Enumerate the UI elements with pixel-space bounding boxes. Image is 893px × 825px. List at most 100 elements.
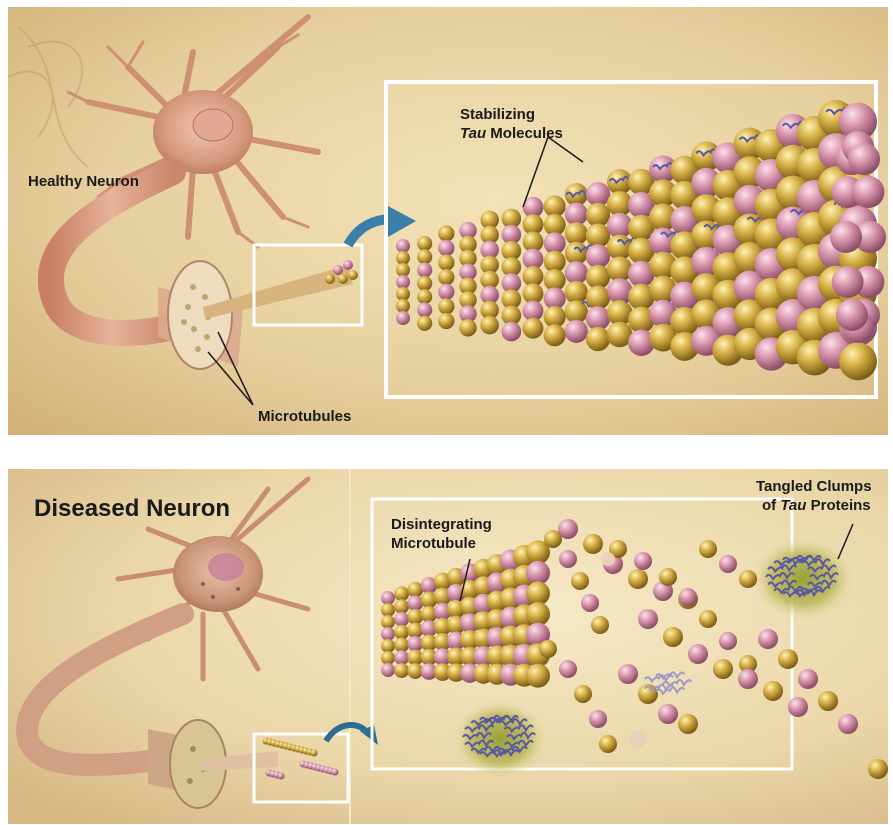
tubulin-bead	[526, 561, 550, 585]
tubulin-bead	[618, 664, 638, 684]
tubulin-bead	[830, 221, 862, 253]
of-text: of	[762, 497, 780, 514]
tubulin-bead	[438, 255, 454, 271]
tubulin-bead	[501, 322, 521, 342]
healthy-neuron-label: Healthy Neuron	[28, 172, 139, 191]
tubulin-bead	[688, 644, 708, 664]
tubulin-bead	[407, 595, 423, 611]
tubulin-bead	[381, 651, 395, 665]
tubulin-bead	[559, 660, 577, 678]
tubulin-bead	[778, 649, 798, 669]
tubulin-bead	[838, 714, 858, 734]
tubulin-bead	[699, 540, 717, 558]
tubulin-bead	[628, 569, 648, 589]
tubulin-bead	[583, 534, 603, 554]
tubulin-bead	[438, 240, 454, 256]
diseased-neuron-label: Diseased Neuron	[34, 495, 230, 523]
tubulin-bead	[396, 287, 410, 301]
tubulin-bead	[565, 320, 588, 343]
tubulin-bead	[659, 568, 677, 586]
tubulin-bead	[394, 599, 409, 614]
tubulin-bead	[763, 681, 783, 701]
tubulin-bead	[832, 266, 864, 298]
tubulin-bead	[381, 627, 395, 641]
tubulin-bead	[396, 251, 410, 265]
tubulin-bead	[396, 263, 410, 277]
tubulin-bead	[396, 275, 410, 289]
tubulin-bead	[586, 182, 610, 206]
tubulin-bead	[599, 735, 617, 753]
tubulin-bead	[586, 327, 610, 351]
tubulin-fragment	[311, 750, 318, 757]
axon-cross-section	[168, 261, 232, 369]
loose-bead	[601, 552, 615, 566]
tubulin-bead	[381, 615, 395, 629]
tubulin-bead	[818, 691, 838, 711]
tubulin-bead	[396, 299, 410, 313]
tubulin-bead	[381, 639, 395, 653]
tubulin-bead	[586, 203, 610, 227]
tubulin-bead	[607, 235, 632, 260]
tubulin-bead	[526, 664, 550, 688]
tubulin-bead	[586, 306, 610, 330]
tubulin-bead	[438, 284, 454, 300]
tubulin-fragment	[332, 769, 339, 776]
tubulin-bead	[607, 256, 632, 281]
tubulin-bead	[713, 659, 733, 679]
tubulin-bead	[678, 714, 698, 734]
loose-bead	[868, 759, 888, 779]
tubulin-bead	[589, 710, 607, 728]
tubulin-bead	[394, 586, 409, 601]
diseased-neuron-panel: Diseased Neuron Disintegrating Microtubu…	[8, 469, 888, 824]
tubulin-bead	[679, 588, 697, 606]
tubulin-bead	[544, 324, 566, 346]
tubulin-bead	[526, 581, 550, 605]
tubulin-bead	[394, 650, 409, 665]
tangled-line1: Tangled Clumps	[756, 477, 872, 496]
stabilizing-tau-label: Stabilizing Tau Molecules	[460, 105, 563, 143]
tubulin-bead	[539, 640, 557, 658]
tubulin-bead	[574, 685, 592, 703]
tubulin-bead	[663, 627, 683, 647]
tubulin-bead	[852, 176, 884, 208]
tau-italic: Tau	[780, 497, 806, 514]
tubulin-bead	[417, 316, 432, 331]
healthy-neuron-illustration	[8, 7, 888, 435]
tubulin-bead	[581, 594, 599, 612]
tubulin-bead	[381, 603, 395, 617]
tubulin-bead	[738, 669, 758, 689]
tubulin-bead	[396, 311, 410, 325]
tubulin-bead	[559, 550, 577, 568]
tubulin-bead	[438, 298, 454, 314]
tubulin-bead	[839, 342, 877, 380]
tubulin-bead	[586, 265, 610, 289]
tubulin-bead	[394, 612, 409, 627]
molecules-text: Molecules	[486, 125, 563, 142]
tubulin-bead	[480, 316, 499, 335]
tubulin-bead	[523, 318, 544, 339]
tubulin-bead	[394, 663, 409, 678]
disintegrating-line1: Disintegrating	[391, 515, 492, 534]
tubulin-bead	[586, 286, 610, 310]
tubulin-bead	[758, 629, 778, 649]
tubulin-bead	[586, 244, 610, 268]
tau-italic: Tau	[460, 125, 486, 142]
disintegrating-line2: Microtubule	[391, 534, 492, 553]
tubulin-bead	[719, 555, 737, 573]
tubulin-bead	[417, 249, 432, 264]
microtubules-label: Microtubules	[258, 407, 351, 426]
healthy-neuron-panel: Healthy Neuron Stabilizing Tau Molecules…	[8, 7, 888, 435]
tubulin-bead	[381, 591, 395, 605]
proteins-text: Proteins	[806, 497, 870, 514]
tubulin-bead	[571, 572, 589, 590]
tubulin-bead	[798, 669, 818, 689]
loose-bead	[629, 730, 647, 748]
tubulin-bead	[459, 319, 476, 336]
tubulin-bead	[417, 263, 432, 278]
tubulin-bead	[526, 602, 550, 626]
tubulin-bead	[394, 638, 409, 653]
tubulin-bead	[407, 609, 423, 625]
stabilizing-tau-line1: Stabilizing	[460, 105, 563, 124]
tubulin-bead	[438, 313, 454, 329]
tubulin-bead	[699, 610, 717, 628]
